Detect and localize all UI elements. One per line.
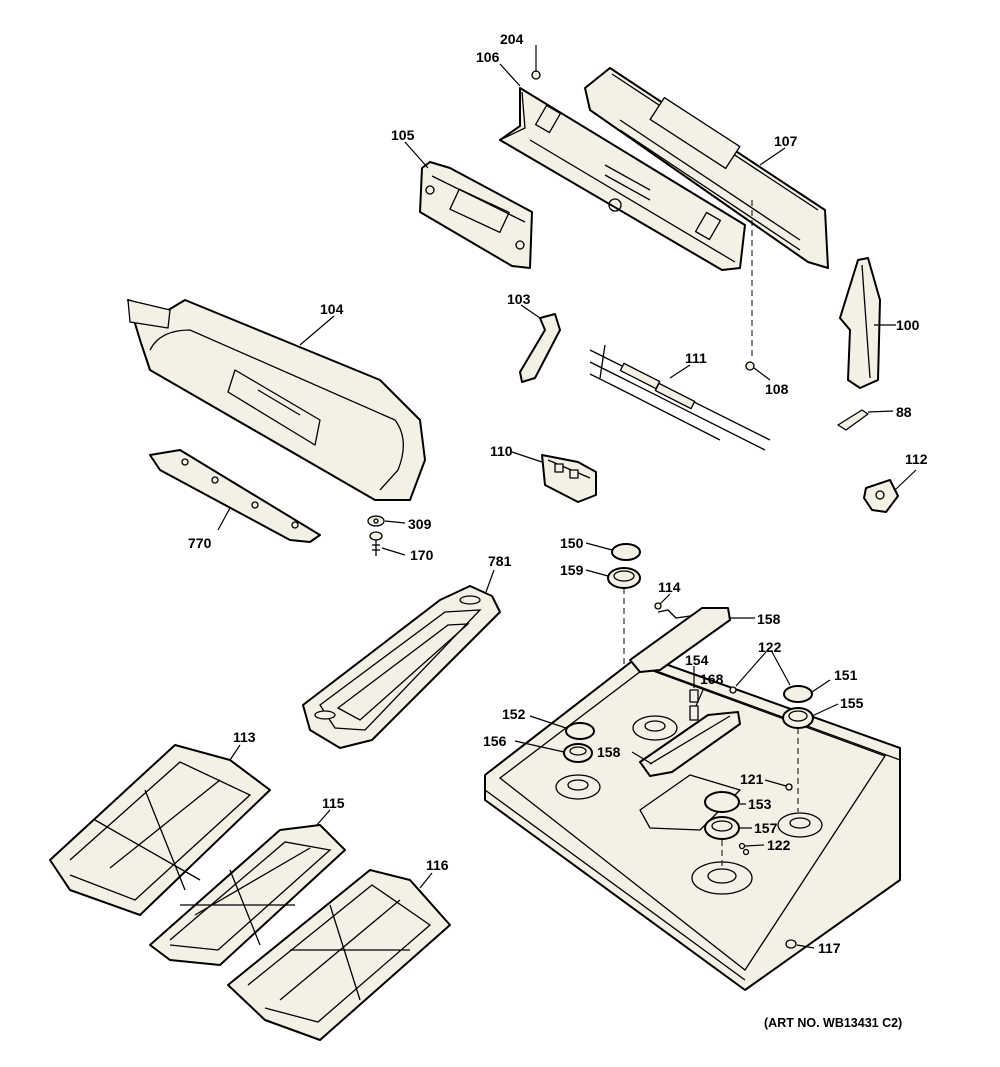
label-159: 159 (560, 562, 584, 578)
label-156: 156 (483, 733, 507, 749)
part-121-screw (785, 783, 793, 791)
part-104-backguard (127, 299, 426, 501)
part-115-grate (149, 824, 346, 966)
part-150-burner-cap (611, 543, 641, 561)
label-781: 781 (488, 553, 512, 569)
part-170-screw (369, 531, 383, 556)
part-122-screw-a (729, 686, 737, 694)
label-770: 770 (188, 535, 212, 551)
part-155-burner-head (782, 707, 814, 812)
label-114: 114 (658, 579, 681, 595)
label-104: 104 (320, 301, 344, 317)
label-116: 116 (426, 857, 449, 873)
label-152: 152 (502, 706, 526, 722)
part-204-screw (531, 70, 541, 80)
part-157-burner-head (704, 816, 740, 868)
label-108: 108 (765, 381, 789, 397)
part-153-burner-cap (704, 791, 740, 813)
label-115: 115 (322, 795, 345, 811)
part-88-clip (837, 409, 869, 431)
label-106: 106 (476, 49, 500, 65)
label-158-top: 158 (757, 611, 781, 627)
part-116-grate (227, 869, 451, 1041)
label-150: 150 (560, 535, 584, 551)
part-111-wire-harness (589, 344, 771, 451)
part-159-burner-head (607, 567, 641, 700)
art-number: (ART NO. WB13431 C2) (764, 1016, 902, 1030)
label-117: 117 (818, 940, 841, 956)
leader-lines (217, 45, 917, 949)
label-122-top: 122 (758, 639, 782, 655)
label-309: 309 (408, 516, 432, 532)
label-170: 170 (410, 547, 434, 563)
part-106-rear-bracket (499, 87, 746, 271)
part-168-orifice (689, 705, 699, 721)
part-110-relay (541, 454, 597, 503)
label-121: 121 (740, 771, 764, 787)
label-100: 100 (896, 317, 920, 333)
part-114-tube (654, 602, 691, 619)
part-108-screw (745, 200, 755, 371)
part-770-trim (149, 449, 321, 543)
label-111: 111 (685, 350, 707, 366)
label-105: 105 (391, 127, 415, 143)
label-155: 155 (840, 695, 864, 711)
label-157: 157 (754, 820, 778, 836)
part-100-side-trim (839, 257, 881, 389)
part-labels: 204 106 105 107 104 103 100 111 108 88 1… (188, 31, 928, 1030)
label-168: 168 (700, 671, 724, 687)
label-113: 113 (233, 729, 256, 745)
label-204: 204 (500, 31, 524, 47)
part-112-igniter-switch (863, 479, 899, 513)
part-154-orifice (689, 689, 699, 703)
part-158-griddle-burner (629, 607, 741, 777)
label-151: 151 (834, 667, 858, 683)
part-156-burner-head (563, 743, 593, 763)
part-103-bracket (519, 313, 561, 383)
part-152-burner-cap (565, 722, 595, 740)
part-309-washer (367, 515, 385, 527)
part-151-burner-cap (783, 685, 813, 703)
label-153: 153 (748, 796, 772, 812)
label-122-bottom: 122 (767, 837, 791, 853)
part-117-nut (785, 939, 797, 949)
label-110: 110 (490, 443, 513, 459)
label-158-bottom: 158 (597, 744, 621, 760)
label-112: 112 (905, 451, 928, 467)
part-105-electronic-control (419, 161, 533, 269)
part-781-griddle (302, 585, 501, 749)
label-103: 103 (507, 291, 531, 307)
part-113-grate (49, 744, 271, 916)
part-122-screw-b (738, 842, 750, 856)
label-154: 154 (685, 652, 709, 668)
part-107-rear-panel (584, 67, 829, 269)
label-88: 88 (896, 404, 912, 420)
label-107: 107 (774, 133, 798, 149)
